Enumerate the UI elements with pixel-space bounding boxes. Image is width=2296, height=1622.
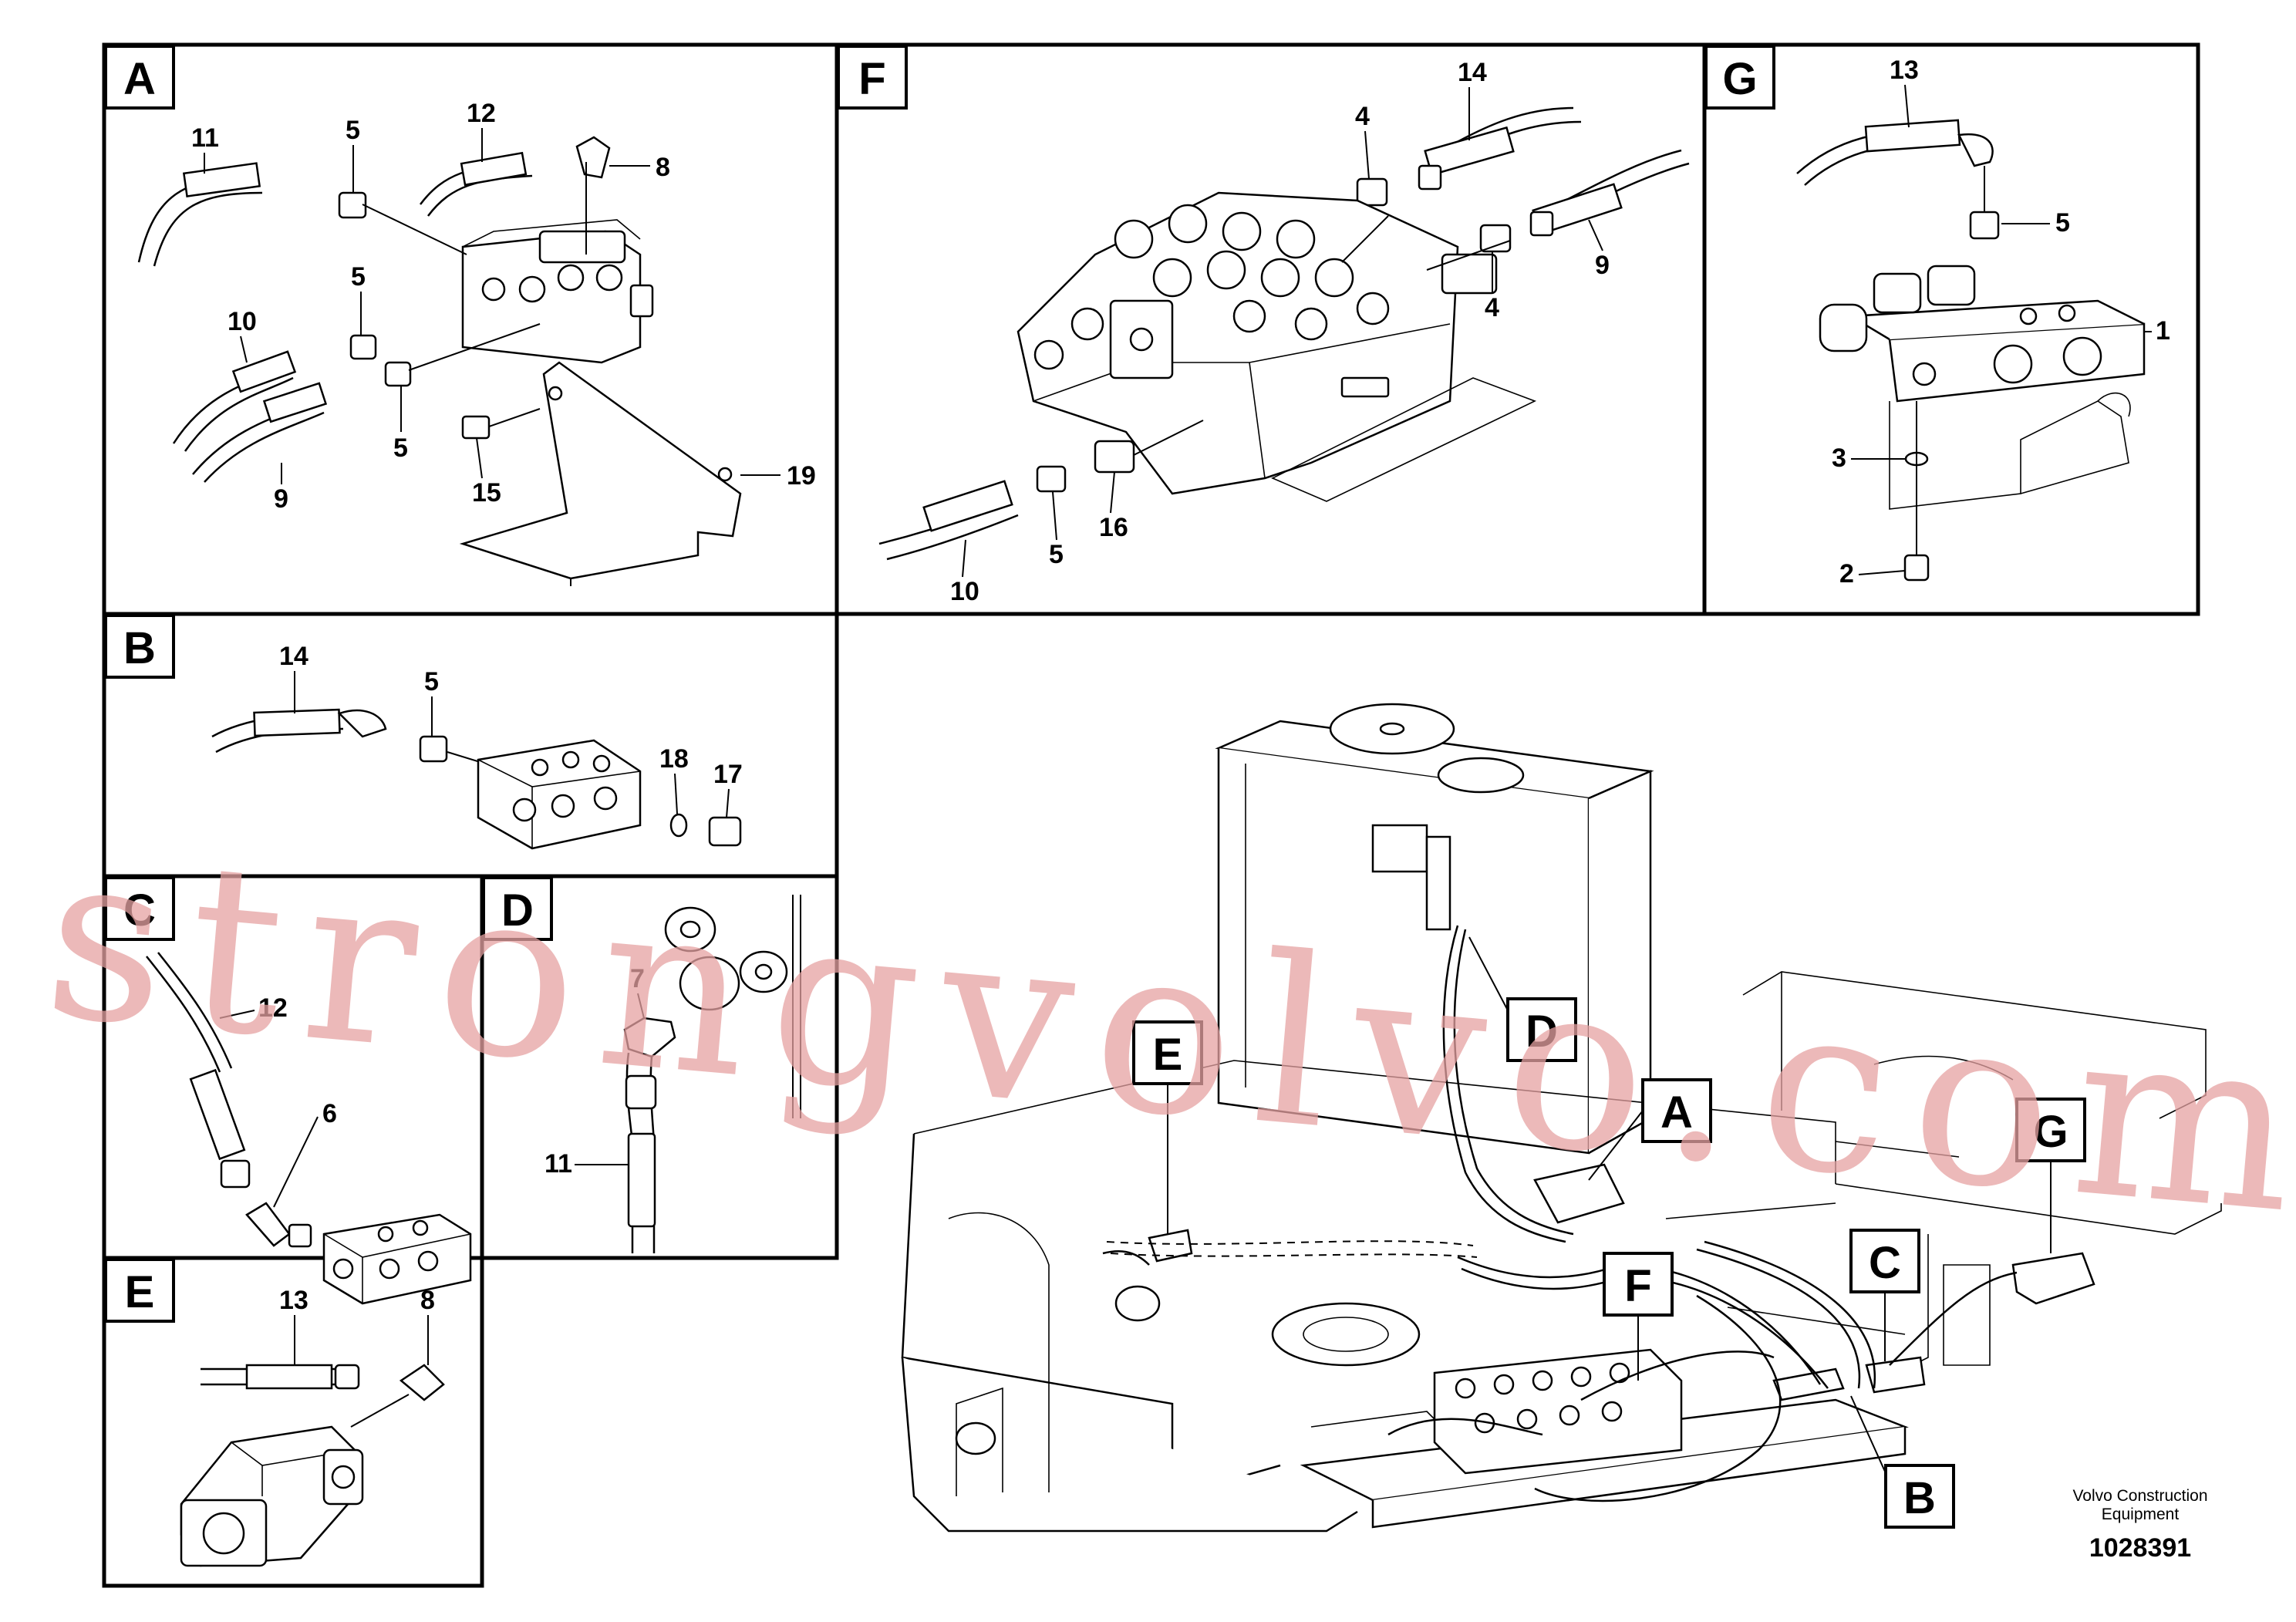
svg-text:2: 2 (1839, 559, 1854, 588)
svg-text:A: A (1660, 1088, 1693, 1138)
brand-line-1: Volvo Construction (2072, 1487, 2207, 1505)
svg-text:14: 14 (279, 642, 308, 671)
panel-d-frame (480, 874, 839, 1260)
panel-f-tag: F (837, 45, 908, 110)
svg-text:19: 19 (787, 461, 816, 491)
overview-tag-f: F (1603, 1252, 1674, 1381)
svg-text:5: 5 (346, 116, 360, 145)
overview-tag-g: G (2015, 1098, 2086, 1253)
svg-text:9: 9 (274, 484, 288, 514)
overview-tag-b: B (1850, 1395, 1955, 1529)
svg-text:E: E (1153, 1030, 1183, 1080)
svg-text:D: D (501, 885, 534, 936)
machine-overview (901, 703, 2222, 1533)
svg-text:4: 4 (1355, 102, 1370, 131)
svg-text:15: 15 (472, 478, 501, 508)
svg-text:8: 8 (656, 153, 670, 182)
svg-text:5: 5 (424, 667, 439, 696)
svg-text:11: 11 (191, 123, 219, 153)
panel-g-drawing: 13 5 1 3 2 (1796, 56, 2170, 588)
document-number: 1028391 (2089, 1533, 2191, 1563)
panel-f-drawing: 14 4 9 4 10 5 16 (878, 58, 1690, 606)
svg-text:B: B (123, 623, 156, 673)
panel-e-tag: E (104, 1258, 175, 1323)
panel-b-drawing: 14 5 18 17 (211, 642, 743, 850)
svg-text:11: 11 (544, 1149, 572, 1179)
panel-b-tag: B (104, 614, 175, 679)
panel-d-tag: D (482, 876, 553, 941)
panel-d-drawing: 7 11 (544, 895, 801, 1253)
panel-e-frame (102, 1256, 484, 1588)
svg-text:A: A (123, 54, 156, 104)
svg-text:C: C (123, 885, 156, 936)
svg-text:G: G (1722, 54, 1757, 104)
svg-text:5: 5 (1049, 540, 1064, 569)
panel-c-tag: C (104, 876, 175, 941)
svg-text:9: 9 (1595, 251, 1610, 280)
svg-text:13: 13 (1890, 56, 1919, 85)
svg-text:6: 6 (322, 1099, 337, 1128)
panel-c-drawing: 12 6 (146, 952, 472, 1305)
panel-e-drawing: 13 8 (180, 1286, 445, 1567)
overview-tag-a: A (1588, 1078, 1712, 1181)
panel-g-tag: G (1704, 45, 1775, 110)
svg-text:E: E (125, 1267, 155, 1317)
svg-text:F: F (858, 54, 885, 104)
svg-text:D: D (1526, 1007, 1558, 1057)
svg-text:5: 5 (393, 433, 408, 463)
svg-text:14: 14 (1458, 58, 1487, 87)
svg-text:5: 5 (2055, 208, 2070, 238)
svg-text:12: 12 (467, 99, 496, 128)
panel-g-frame (1702, 42, 2200, 616)
svg-text:10: 10 (950, 577, 979, 606)
watermark-text: strongvolvo.com (36, 800, 2296, 1266)
svg-text:C: C (1869, 1238, 1901, 1288)
brand-line-2: Equipment (2102, 1506, 2180, 1523)
svg-text:18: 18 (659, 744, 689, 774)
svg-text:3: 3 (1832, 443, 1846, 473)
panel-a-drawing: 11 5 12 8 5 10 5 9 15 19 (137, 99, 816, 586)
svg-text:5: 5 (351, 262, 366, 292)
svg-text:7: 7 (630, 964, 645, 993)
svg-text:12: 12 (258, 993, 288, 1023)
svg-text:8: 8 (420, 1286, 435, 1315)
svg-text:17: 17 (713, 760, 743, 789)
svg-text:13: 13 (279, 1286, 308, 1315)
svg-text:F: F (1624, 1261, 1651, 1311)
svg-text:10: 10 (228, 307, 257, 336)
svg-text:B: B (1903, 1473, 1936, 1523)
svg-text:4: 4 (1485, 293, 1499, 322)
svg-text:1: 1 (2156, 316, 2170, 346)
svg-text:16: 16 (1099, 513, 1128, 542)
overview-tag-d: D (1468, 936, 1577, 1062)
svg-text:G: G (2033, 1107, 2068, 1157)
panel-a-tag: A (104, 45, 175, 110)
overview-tag-e: E (1132, 1020, 1203, 1234)
overview-tag-c: C (1849, 1229, 1920, 1361)
